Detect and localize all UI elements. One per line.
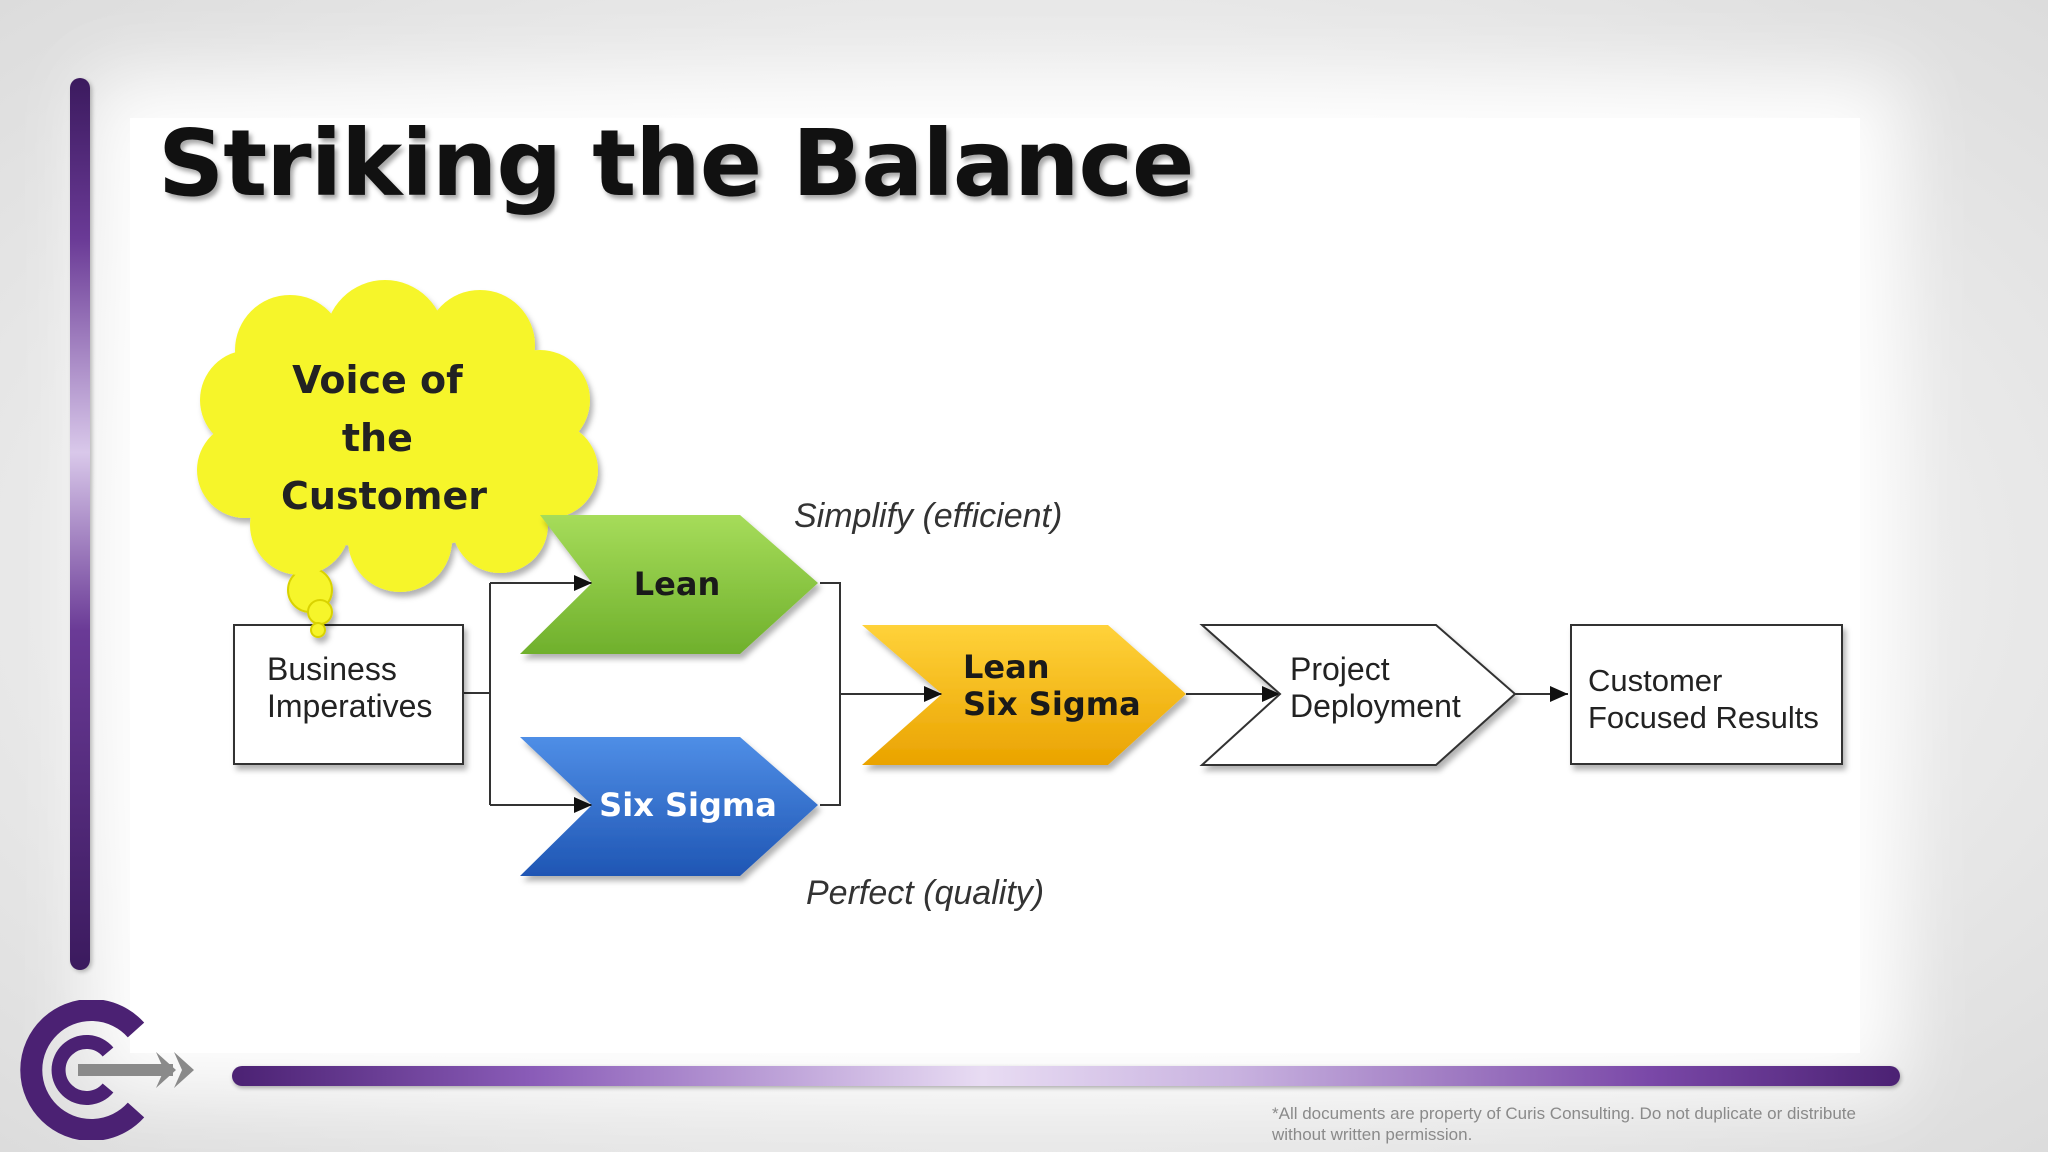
cloud-line3: Customer: [281, 474, 487, 518]
lean-six-sigma-line1: Lean: [963, 648, 1049, 686]
curis-logo-icon: [8, 1000, 208, 1140]
bottom-accent-bar: [232, 1066, 1900, 1086]
customer-results-line2: Focused Results: [1588, 700, 1819, 735]
project-deployment-line2: Deployment: [1290, 688, 1461, 724]
lean-six-sigma-line2: Six Sigma: [963, 685, 1141, 723]
perfect-annotation: Perfect (quality): [806, 874, 1044, 912]
business-imperatives-line2: Imperatives: [267, 688, 432, 724]
lean-label: Lean: [634, 565, 720, 603]
footer-line1: *All documents are property of Curis Con…: [1272, 1103, 1972, 1124]
business-imperatives-box: Business Imperatives: [234, 625, 463, 764]
customer-results-line1: Customer: [1588, 663, 1722, 698]
footer-line2: without written permission.: [1272, 1124, 1972, 1145]
six-sigma-chevron: Six Sigma: [520, 737, 818, 876]
customer-results-box: Customer Focused Results: [1571, 625, 1842, 764]
lean-chevron: Lean: [520, 515, 818, 654]
connector-merge: [820, 583, 840, 805]
project-deployment-line1: Project: [1290, 651, 1390, 687]
six-sigma-label: Six Sigma: [599, 786, 777, 824]
business-imperatives-line1: Business: [267, 651, 397, 687]
cloud-line1: Voice of: [292, 358, 463, 402]
simplify-annotation: Simplify (efficient): [794, 497, 1062, 535]
copyright-footer: *All documents are property of Curis Con…: [1272, 1103, 1972, 1145]
cloud-line2: the: [342, 416, 413, 460]
